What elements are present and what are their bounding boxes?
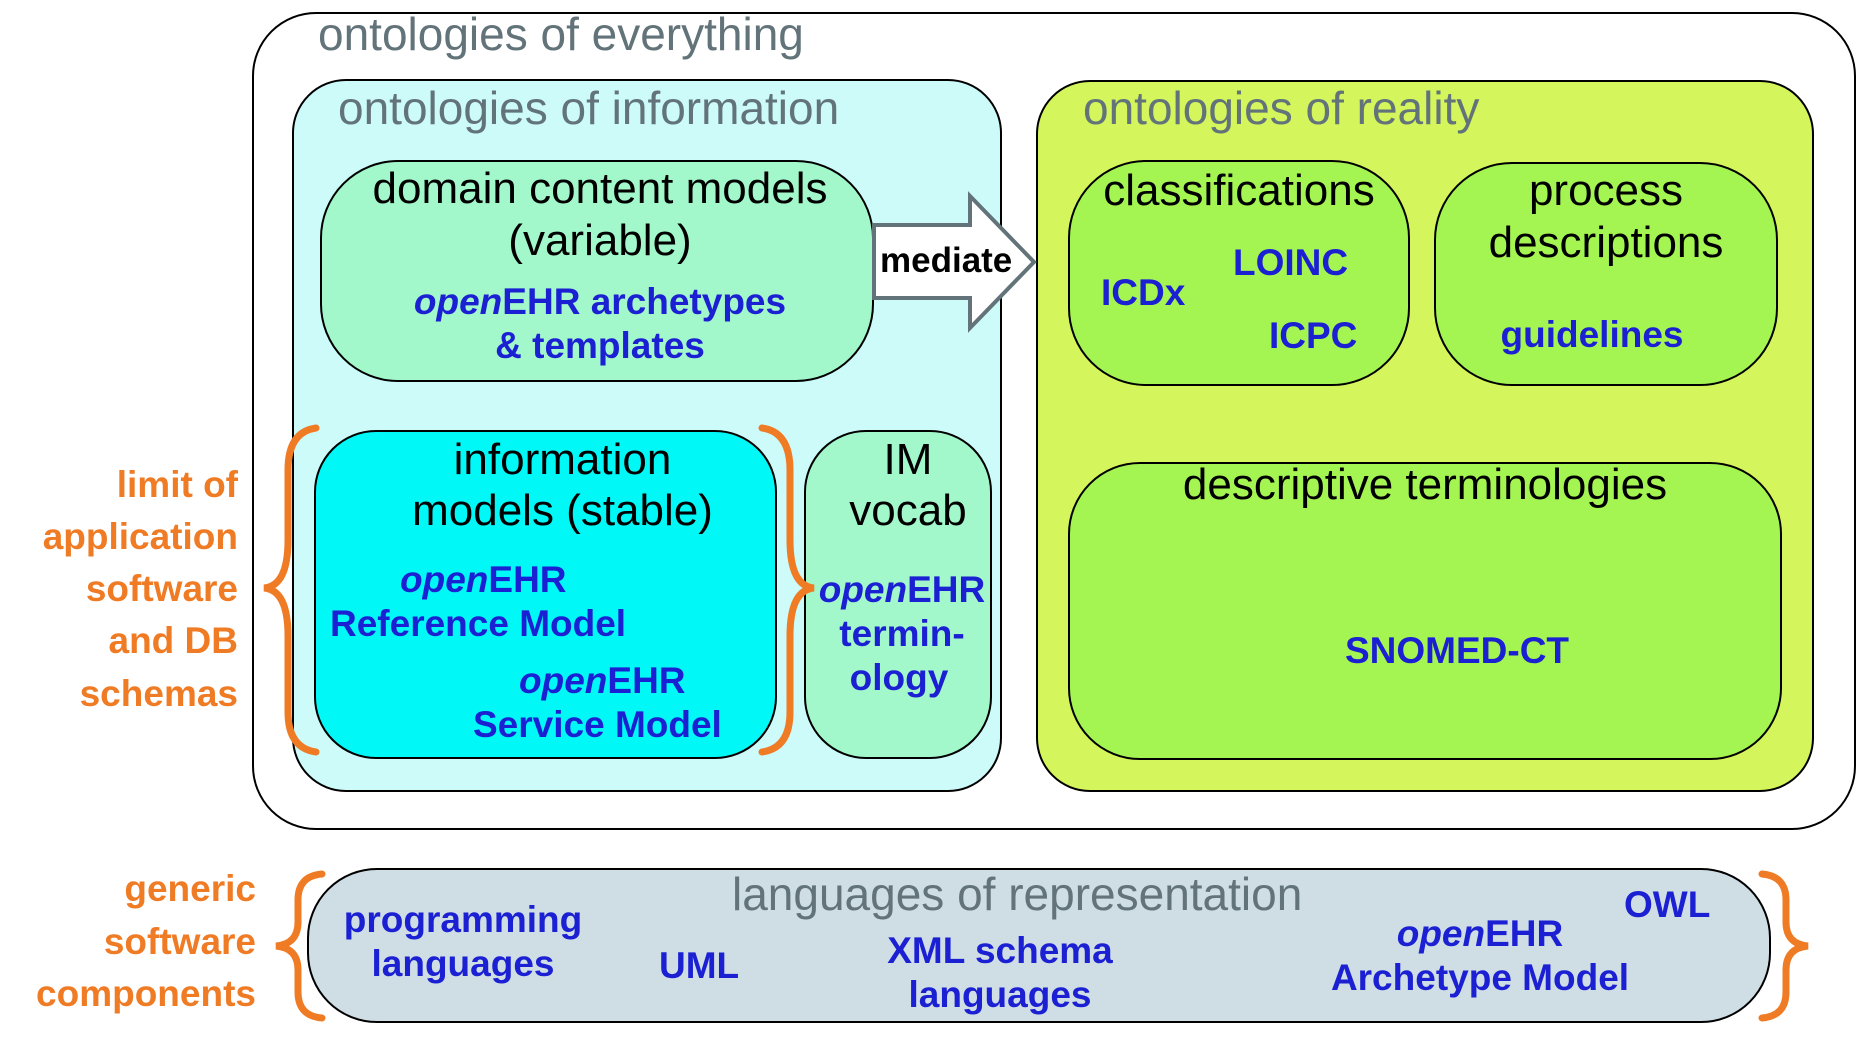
- open-italic: open: [413, 281, 503, 322]
- rm-label-line2: Reference Model: [330, 603, 627, 644]
- mediate-label: mediate: [880, 241, 1013, 280]
- rm-ehr-text: EHR: [488, 559, 567, 600]
- info-models-subtitle: models (stable): [412, 486, 713, 535]
- languages-box: [307, 868, 1771, 1023]
- archetypes-text: EHR archetypes: [502, 281, 787, 322]
- terminology-ehr-text: EHR: [907, 569, 986, 610]
- rm-label-line1: openEHR: [400, 559, 567, 602]
- open-italic: open: [400, 559, 489, 600]
- am-ehr-text: EHR: [1485, 913, 1564, 954]
- domain-models-title: domain content models: [372, 164, 828, 213]
- sm-label-line1: openEHR: [519, 660, 686, 703]
- information-title: ontologies of information: [338, 82, 840, 134]
- limit-label-line: schemas: [79, 672, 238, 714]
- im-vocab-title: IM: [883, 435, 933, 484]
- lang-am-line2: Archetype Model: [1330, 957, 1630, 998]
- terminologies-box: [1068, 462, 1782, 760]
- lang-xml-line1: XML schema: [887, 930, 1113, 971]
- languages-title: languages of representation: [732, 868, 1303, 920]
- process-subtitle: descriptions: [1488, 218, 1724, 267]
- lang-am-line1: openEHR: [1320, 913, 1640, 956]
- lang-programming-line2: languages: [371, 943, 555, 984]
- classification-item-icpc: ICPC: [1269, 315, 1358, 356]
- limit-label-line: and DB: [108, 620, 239, 662]
- info-models-box: [314, 430, 777, 759]
- terminologies-item-snomed: SNOMED-CT: [1344, 630, 1570, 671]
- process-item-guidelines: guidelines: [1500, 314, 1684, 355]
- archetypes-label: openEHR archetypes: [320, 281, 880, 324]
- lang-programming-line1: programming: [343, 899, 583, 940]
- terminology-label-line3: ology: [849, 657, 949, 698]
- terminologies-title: descriptive terminologies: [1182, 460, 1668, 509]
- limit-label-line: limit of: [116, 464, 238, 505]
- open-italic: open: [519, 660, 608, 701]
- terminology-label-line1: openEHR: [804, 569, 1000, 612]
- terminology-label-line2: termin-: [839, 613, 965, 654]
- domain-models-subtitle: (variable): [508, 216, 692, 265]
- generic-label-line: software: [103, 920, 256, 962]
- sm-ehr-text: EHR: [607, 660, 686, 701]
- generic-label-line: generic: [124, 868, 256, 909]
- classification-item-icdx: ICDx: [1101, 272, 1186, 313]
- everything-title: ontologies of everything: [318, 8, 804, 60]
- classifications-title: classifications: [1103, 166, 1375, 215]
- classifications-box: [1068, 160, 1410, 386]
- templates-label: & templates: [495, 325, 705, 366]
- sm-label-line2: Service Model: [473, 704, 722, 745]
- process-box: [1434, 162, 1778, 386]
- generic-label: generic software components: [10, 863, 256, 1021]
- limit-label-line: application: [42, 516, 238, 558]
- limit-label: limit of application software and DB sch…: [20, 459, 238, 720]
- lang-uml: UML: [659, 945, 740, 986]
- lang-owl: OWL: [1624, 884, 1711, 925]
- classification-item-loinc: LOINC: [1233, 242, 1349, 283]
- info-models-title: information: [453, 435, 672, 484]
- process-title: process: [1528, 166, 1684, 215]
- domain-models-box: [320, 160, 874, 382]
- im-vocab-subtitle: vocab: [849, 486, 967, 535]
- open-italic: open: [818, 569, 908, 610]
- open-italic: open: [1396, 913, 1486, 954]
- reality-title: ontologies of reality: [1083, 82, 1480, 134]
- limit-label-line: software: [85, 568, 238, 610]
- generic-label-line: components: [36, 973, 256, 1015]
- lang-xml-line2: languages: [908, 974, 1092, 1015]
